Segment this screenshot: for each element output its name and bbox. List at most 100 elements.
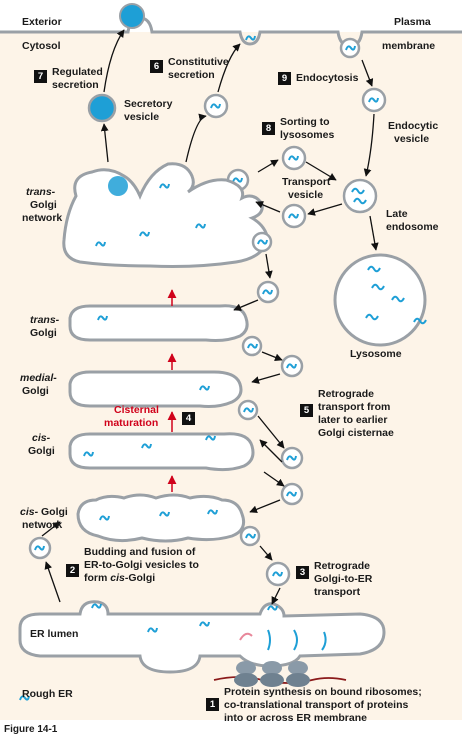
label-cytosol: Cytosol (22, 40, 61, 52)
cargo (95, 241, 106, 247)
label-trans-golgi-network-3: network (22, 212, 63, 224)
ribosome (286, 673, 310, 687)
cargo (243, 407, 254, 413)
secretory-vesicle (87, 93, 117, 123)
arrow (44, 561, 61, 603)
cargo (232, 177, 243, 183)
label-regulated-secretion-2: secretion (52, 79, 99, 91)
cargo (207, 509, 218, 515)
nascent-chain (267, 629, 271, 651)
label-retrograde-golgi: Retrograde (318, 388, 375, 400)
label-constitutive-secretion: Constitutive (168, 56, 229, 68)
arrow (261, 351, 283, 362)
label-cisternal-maturation-2: maturation (104, 417, 159, 429)
label-protein-synthesis-2: co-translational transport of proteins (224, 699, 409, 711)
cargo (365, 313, 379, 321)
arrow (257, 415, 285, 449)
ribosome (234, 673, 258, 687)
cargo (141, 443, 152, 449)
arrow (251, 373, 281, 384)
cargo (19, 695, 30, 701)
label-retrograde-golgi-4: Golgi cisternae (318, 427, 394, 439)
arrow (41, 521, 61, 537)
label-cis-golgi-2: Golgi (28, 445, 55, 457)
cargo (286, 455, 297, 461)
cargo (205, 435, 216, 441)
cargo (288, 213, 299, 219)
label-retrograde-er: Retrograde (314, 560, 371, 572)
ribosome (288, 661, 308, 675)
step-number-7: 7 (34, 70, 47, 83)
tgn-secretory-granule (108, 176, 128, 196)
arrow (257, 159, 279, 173)
label-trans-golgi: trans- (30, 314, 60, 326)
cargo (351, 187, 365, 195)
cargo (262, 289, 273, 295)
arrow (259, 439, 283, 463)
arrow (363, 113, 375, 177)
step-number-8: 8 (262, 122, 275, 135)
cargo (272, 571, 283, 577)
cargo (367, 265, 381, 273)
trans-golgi-cisterna (68, 304, 249, 342)
cargo (353, 197, 367, 205)
arrow (361, 59, 374, 87)
label-sorting-2: lysosomes (280, 129, 335, 141)
label-protein-synthesis-3: into or across ER membrane (224, 712, 367, 724)
step-number-1: 1 (206, 698, 219, 711)
cargo (159, 511, 170, 517)
label-budding: Budding and fusion of (84, 546, 196, 558)
label-medial-golgi: medial- (20, 372, 57, 384)
figure-caption: Figure 14-1 (4, 724, 58, 735)
label-protein-synthesis: Protein synthesis on bound ribosomes; (224, 686, 422, 698)
step-number-9: 9 (278, 72, 291, 85)
step-number-2: 2 (66, 564, 79, 577)
label-trans-golgi-network-2: Golgi (30, 199, 57, 211)
label-medial-golgi-2: Golgi (22, 385, 49, 397)
label-membrane: membrane (382, 40, 436, 52)
label-late-endosome: Late (386, 208, 408, 220)
late-endosome (342, 178, 378, 214)
cis-golgi-cisterna (68, 432, 255, 472)
label-budding-2: ER-to-Golgi vesicles to (84, 559, 199, 571)
label-plasma: Plasma (394, 16, 431, 28)
label-retrograde-er-3: transport (314, 586, 361, 598)
ribosome (262, 661, 282, 675)
cargo (159, 183, 170, 189)
label-budding-3: form cis-Golgi (84, 572, 156, 584)
arrow (249, 499, 281, 514)
cargo (286, 363, 297, 369)
label-retrograde-er-2: Golgi-to-ER (314, 573, 373, 585)
label-trans-golgi-2: Golgi (30, 327, 57, 339)
rough-er (18, 600, 386, 674)
nascent-chain (239, 632, 253, 641)
step-number-5: 5 (300, 404, 313, 417)
arrow (217, 43, 241, 93)
cargo (391, 295, 405, 303)
lysosome (333, 253, 427, 347)
ribosome (236, 661, 256, 675)
label-secretory-vesicle: Secretory (124, 98, 173, 110)
arrow (369, 215, 379, 251)
arrow (233, 299, 259, 311)
arrow (103, 29, 125, 93)
cargo (245, 533, 256, 539)
label-cis-golgi-network: cis- Golgi (20, 506, 68, 518)
ribosome (260, 673, 284, 687)
arrow (263, 471, 285, 487)
arrow (307, 203, 343, 216)
cargo (139, 231, 150, 237)
nascent-chain (293, 629, 298, 651)
label-endocytic-vesicle: Endocytic (388, 120, 439, 132)
label-sorting: Sorting to (280, 116, 330, 128)
arrow (259, 545, 273, 561)
cargo (199, 385, 210, 391)
nascent-chain (321, 631, 327, 651)
cargo (147, 627, 158, 633)
label-trans-golgi-network: trans- (26, 186, 56, 198)
cargo (34, 545, 45, 551)
step-number-3: 3 (296, 566, 309, 579)
label-transport-vesicle: Transport (282, 176, 331, 188)
label-endocytosis: Endocytosis (296, 72, 359, 84)
